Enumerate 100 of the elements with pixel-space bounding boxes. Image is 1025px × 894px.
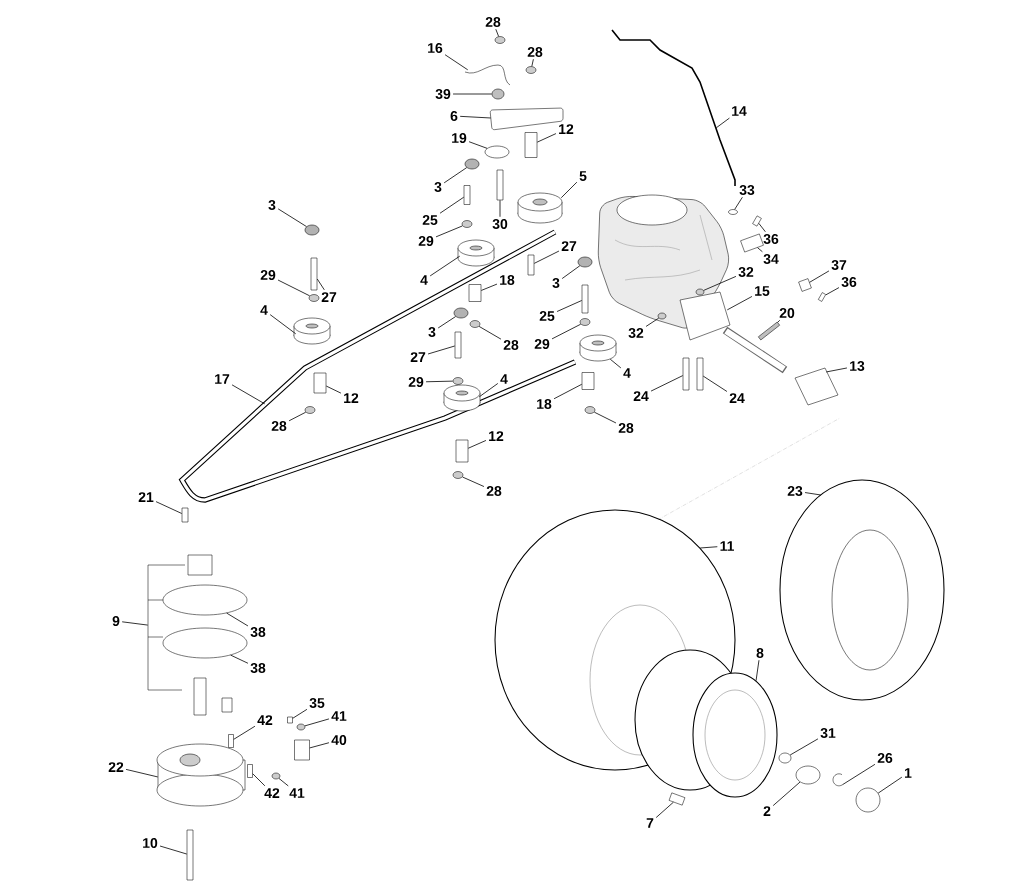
leader-line	[499, 199, 501, 218]
leader-line	[467, 440, 487, 449]
spacer-drawing	[524, 132, 538, 158]
nut-drawing	[271, 772, 281, 780]
leader-line	[556, 300, 583, 312]
leader-line	[233, 725, 256, 740]
ring-drawing	[778, 752, 792, 764]
bolt-drawing	[186, 829, 194, 881]
leader-line	[531, 58, 534, 67]
callout-number: 42	[257, 715, 273, 725]
leader-line	[288, 411, 307, 422]
leader-line	[325, 385, 342, 394]
housing-drawing	[679, 291, 731, 341]
washer-drawing	[484, 145, 510, 159]
leader-line	[443, 167, 468, 184]
leader-line	[715, 117, 730, 129]
leader-line	[478, 326, 502, 340]
callout-number: 15	[755, 286, 770, 296]
callout-number: 10	[143, 838, 158, 848]
washer-drawing	[728, 209, 738, 215]
spacer-drawing	[581, 372, 595, 390]
leader-line	[468, 141, 488, 149]
callout-number: 41	[289, 788, 305, 798]
screw-drawing	[752, 215, 762, 227]
callout-number: 8	[756, 648, 764, 658]
clip-drawing	[740, 233, 764, 253]
callout-number: 24	[633, 391, 649, 401]
leader-line	[809, 270, 830, 283]
callout-number: 33	[739, 185, 755, 195]
terminal-drawing	[287, 716, 293, 724]
bushing-drawing	[491, 88, 505, 100]
leader-line	[777, 319, 781, 323]
callout-number: 34	[763, 254, 779, 264]
bolt-drawing	[682, 357, 690, 391]
nut-drawing	[584, 406, 596, 414]
callout-number: 19	[452, 133, 467, 143]
callout-number: 28	[485, 17, 501, 27]
leader-line	[551, 323, 582, 340]
leader-line	[316, 278, 325, 291]
leader-line	[560, 181, 578, 199]
pulley-drawing	[517, 192, 563, 224]
callout-number: 14	[732, 106, 747, 116]
cap-drawing	[577, 256, 593, 268]
cap-drawing	[464, 158, 480, 170]
callout-number: 28	[618, 423, 634, 433]
leader-line	[703, 276, 737, 291]
callout-number: 21	[138, 492, 154, 502]
nut-drawing	[695, 288, 705, 296]
callout-number: 37	[831, 260, 847, 270]
washer-drawing	[579, 318, 591, 326]
disc-drawing	[162, 584, 248, 616]
callout-number: 1	[905, 768, 912, 778]
washer-drawing	[461, 220, 473, 228]
callout-number: 2	[763, 806, 771, 816]
leader-line	[533, 250, 560, 264]
leader-line	[593, 411, 617, 424]
disc-drawing	[162, 627, 248, 659]
screw-drawing	[818, 292, 826, 302]
leader-line	[553, 383, 583, 400]
leader-line	[278, 778, 289, 787]
leader-line	[452, 93, 493, 95]
bolt-drawing	[496, 169, 504, 201]
cap-drawing	[855, 787, 881, 813]
pulley-drawing	[457, 239, 495, 267]
leader-line	[841, 763, 876, 786]
screw-drawing	[228, 734, 234, 748]
callout-number: 39	[435, 89, 451, 99]
leader-line	[702, 375, 728, 392]
leader-line	[309, 742, 330, 749]
bolt-drawing	[696, 357, 704, 391]
leader-line	[877, 776, 903, 794]
callout-number: 32	[628, 328, 644, 338]
screw-drawing	[247, 764, 253, 778]
leader-line	[435, 225, 463, 238]
callout-number: 9	[112, 616, 120, 626]
leader-line	[429, 255, 461, 277]
callout-number: 36	[841, 277, 857, 287]
rim-drawing	[634, 649, 778, 798]
callout-number: 23	[787, 486, 803, 496]
callout-number: 7	[646, 818, 654, 828]
callout-number: 35	[309, 698, 325, 708]
leader-line	[755, 659, 760, 682]
leader-line	[495, 28, 499, 37]
bolt-drawing	[581, 284, 589, 314]
callout-number: 3	[434, 182, 442, 192]
leader-line	[277, 279, 311, 297]
holder-drawing	[294, 739, 310, 761]
leader-line	[480, 283, 498, 291]
cap-drawing	[304, 224, 320, 236]
leader-line	[437, 316, 456, 329]
callout-number: 28	[527, 47, 543, 57]
leader-line	[159, 845, 188, 855]
clutch-drawing	[156, 743, 246, 807]
leader-line	[427, 345, 456, 355]
callout-number: 5	[579, 171, 587, 181]
leader-line	[155, 501, 183, 514]
leader-line	[252, 773, 266, 787]
leader-line	[772, 781, 801, 806]
belt-drawing	[179, 229, 577, 503]
leader-line	[230, 654, 249, 664]
